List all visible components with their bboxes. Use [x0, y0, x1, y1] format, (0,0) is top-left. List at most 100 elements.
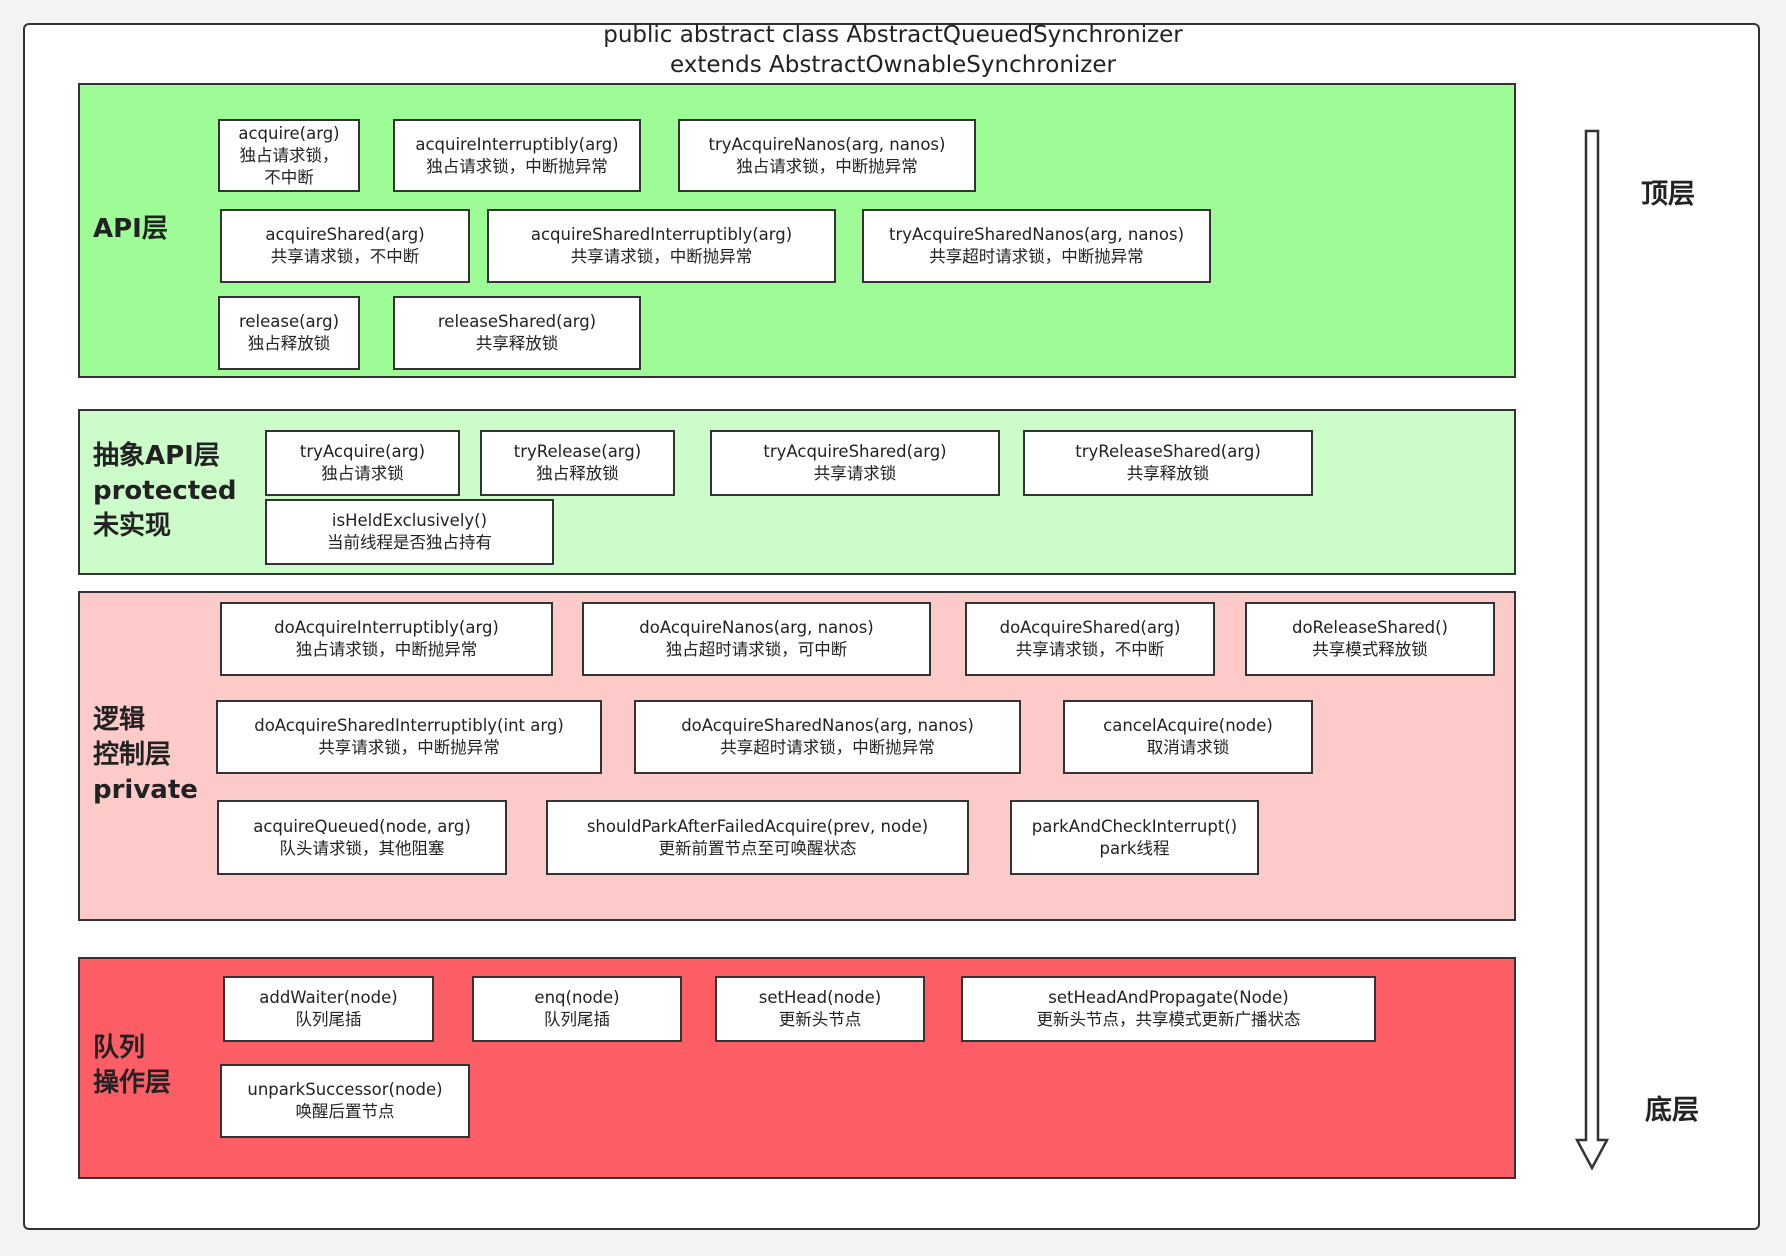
method-description: 更新前置节点至可唤醒状态: [658, 838, 857, 858]
method-description: 独占释放锁: [247, 334, 331, 353]
method-signature: setHeadAndPropagate(Node): [1048, 988, 1289, 1007]
method-signature: doAcquireInterruptibly(arg): [274, 618, 499, 637]
method-description: 共享释放锁: [475, 334, 559, 353]
method-box-acquire-interruptibly: acquireInterruptibly(arg) 独占请求锁，中断抛异常: [393, 119, 641, 192]
method-signature: doAcquireSharedInterruptibly(int arg): [254, 716, 564, 735]
layer-label-abstract-api: 抽象API层 protected 未实现: [93, 439, 236, 544]
method-box-cancel-acquire: cancelAcquire(node) 取消请求锁: [1063, 700, 1313, 774]
method-signature: isHeldExclusively(): [331, 511, 488, 530]
layer-label-line: 未实现: [93, 511, 172, 541]
layer-label-line: private: [93, 775, 198, 805]
method-description: 独占请求锁，中断抛异常: [295, 640, 478, 659]
method-description: park线程: [1099, 838, 1170, 858]
method-box-acquire: acquire(arg) 独占请求锁， 不中断: [218, 119, 360, 192]
method-box-acquire-queued: acquireQueued(node, arg) 队头请求锁，其他阻塞: [217, 800, 507, 875]
method-box-park-and-check-interrupt: parkAndCheckInterrupt() park线程: [1010, 800, 1259, 875]
method-description: 队列尾插: [544, 1010, 610, 1029]
method-box-do-acquire-shared-interruptibly: doAcquireSharedInterruptibly(int arg) 共享…: [216, 700, 602, 774]
method-box-do-acquire-nanos: doAcquireNanos(arg, nanos) 独占超时请求锁，可中断: [582, 602, 931, 676]
method-description: 独占请求锁: [321, 464, 404, 483]
method-box-add-waiter: addWaiter(node) 队列尾插: [223, 976, 434, 1042]
method-description: 共享请求锁: [813, 464, 897, 483]
method-signature: tryReleaseShared(arg): [1075, 442, 1261, 461]
top-layer-label: 顶层: [1641, 179, 1695, 210]
method-description: 共享请求锁，中断抛异常: [570, 247, 753, 266]
method-signature: acquireShared(arg): [265, 225, 425, 244]
method-signature: doAcquireNanos(arg, nanos): [639, 618, 874, 637]
method-signature: enq(node): [534, 988, 620, 1007]
method-signature: acquireSharedInterruptibly(arg): [530, 225, 793, 244]
layer-label-line: protected: [93, 476, 237, 506]
method-box-acquire-shared: acquireShared(arg) 共享请求锁，不中断: [220, 209, 470, 283]
method-description: 共享请求锁，不中断: [270, 247, 420, 266]
method-box-try-acquire-shared-nanos: tryAcquireSharedNanos(arg, nanos) 共享超时请求…: [862, 209, 1211, 283]
layer-label-line: API层: [93, 214, 168, 244]
method-box-try-release-shared: tryReleaseShared(arg) 共享释放锁: [1023, 430, 1313, 496]
method-box-try-acquire: tryAcquire(arg) 独占请求锁: [265, 430, 460, 496]
method-description: 队列尾插: [295, 1010, 362, 1029]
method-box-do-acquire-shared: doAcquireShared(arg) 共享请求锁，不中断: [965, 602, 1215, 676]
method-box-release: release(arg) 独占释放锁: [218, 296, 360, 370]
method-signature: release(arg): [238, 312, 340, 331]
method-box-try-acquire-nanos: tryAcquireNanos(arg, nanos) 独占请求锁，中断抛异常: [678, 119, 976, 192]
method-description: 唤醒后置节点: [295, 1102, 395, 1121]
method-box-is-held-exclusively: isHeldExclusively() 当前线程是否独占持有: [265, 499, 554, 565]
method-signature: acquire(arg): [238, 123, 340, 143]
method-description: 取消请求锁: [1146, 738, 1230, 757]
method-description: 共享释放锁: [1126, 464, 1210, 483]
title-line-1: public abstract class AbstractQueuedSync…: [603, 22, 1183, 48]
diagram-title: public abstract class AbstractQueuedSync…: [0, 20, 1786, 80]
method-signature: doReleaseShared(): [1291, 618, 1448, 637]
method-signature: tryAcquireShared(arg): [763, 442, 947, 461]
method-description: 独占请求锁，中断抛异常: [426, 156, 608, 176]
layer-label-line: 抽象API层: [93, 441, 220, 471]
method-box-do-acquire-shared-nanos: doAcquireSharedNanos(arg, nanos) 共享超时请求锁…: [634, 700, 1021, 774]
bottom-layer-label: 底层: [1645, 1095, 1699, 1126]
method-description: 独占请求锁，中断抛异常: [736, 156, 918, 176]
method-description: 更新头节点: [778, 1010, 862, 1029]
method-signature: parkAndCheckInterrupt(): [1031, 816, 1238, 836]
method-signature: tryAcquireSharedNanos(arg, nanos): [888, 225, 1185, 244]
method-description: 共享模式释放锁: [1312, 640, 1428, 659]
method-description: 共享请求锁，中断抛异常: [318, 738, 500, 757]
method-signature: releaseShared(arg): [437, 312, 597, 331]
method-description: 更新头节点，共享模式更新广播状态: [1036, 1010, 1301, 1029]
method-signature: tryAcquire(arg): [299, 442, 426, 461]
method-description: 不中断: [264, 167, 314, 187]
title-line-2: extends AbstractOwnableSynchronizer: [670, 52, 1116, 78]
method-signature: addWaiter(node): [259, 988, 398, 1007]
method-box-try-release: tryRelease(arg) 独占释放锁: [480, 430, 675, 496]
layer-label-line: 控制层: [93, 740, 172, 770]
layer-label-line: 逻辑: [93, 705, 146, 735]
top-to-bottom-arrow-icon: [1575, 129, 1609, 1171]
method-signature: doAcquireShared(arg): [999, 618, 1181, 637]
method-description: 队头请求锁，其他阻塞: [279, 838, 445, 858]
method-description: 共享超时请求锁，中断抛异常: [929, 247, 1144, 266]
method-description: 独占释放锁: [536, 464, 619, 483]
layer-label-line: 队列: [93, 1033, 146, 1063]
method-signature: acquireQueued(node, arg): [253, 816, 471, 836]
method-description: 共享请求锁，不中断: [1015, 640, 1165, 659]
method-description: 独占超时请求锁，可中断: [665, 640, 848, 659]
layer-label-api: API层: [93, 212, 168, 247]
method-signature: tryAcquireNanos(arg, nanos): [708, 134, 946, 154]
method-box-should-park-after-failed-acquire: shouldParkAfterFailedAcquire(prev, node)…: [546, 800, 969, 875]
layer-label-queue-operation: 队列 操作层: [93, 1031, 171, 1101]
method-box-enq: enq(node) 队列尾插: [472, 976, 682, 1042]
method-signature: tryRelease(arg): [513, 442, 642, 461]
method-signature: setHead(node): [758, 988, 882, 1007]
method-description: 共享超时请求锁，中断抛异常: [720, 738, 935, 757]
method-description: 当前线程是否独占持有: [327, 533, 492, 552]
method-box-do-acquire-interruptibly: doAcquireInterruptibly(arg) 独占请求锁，中断抛异常: [220, 602, 553, 676]
method-signature: unparkSuccessor(node): [247, 1080, 443, 1099]
method-signature: acquireInterruptibly(arg): [415, 134, 619, 154]
method-box-unpark-successor: unparkSuccessor(node) 唤醒后置节点: [220, 1064, 470, 1138]
method-signature: cancelAcquire(node): [1103, 716, 1273, 735]
method-box-set-head: setHead(node) 更新头节点: [715, 976, 925, 1042]
method-description: 独占请求锁，: [239, 145, 339, 165]
method-box-set-head-and-propagate: setHeadAndPropagate(Node) 更新头节点，共享模式更新广播…: [961, 976, 1376, 1042]
layer-label-line: 操作层: [93, 1068, 172, 1098]
method-box-acquire-shared-interruptibly: acquireSharedInterruptibly(arg) 共享请求锁，中断…: [487, 209, 836, 283]
method-signature: doAcquireSharedNanos(arg, nanos): [681, 716, 974, 735]
